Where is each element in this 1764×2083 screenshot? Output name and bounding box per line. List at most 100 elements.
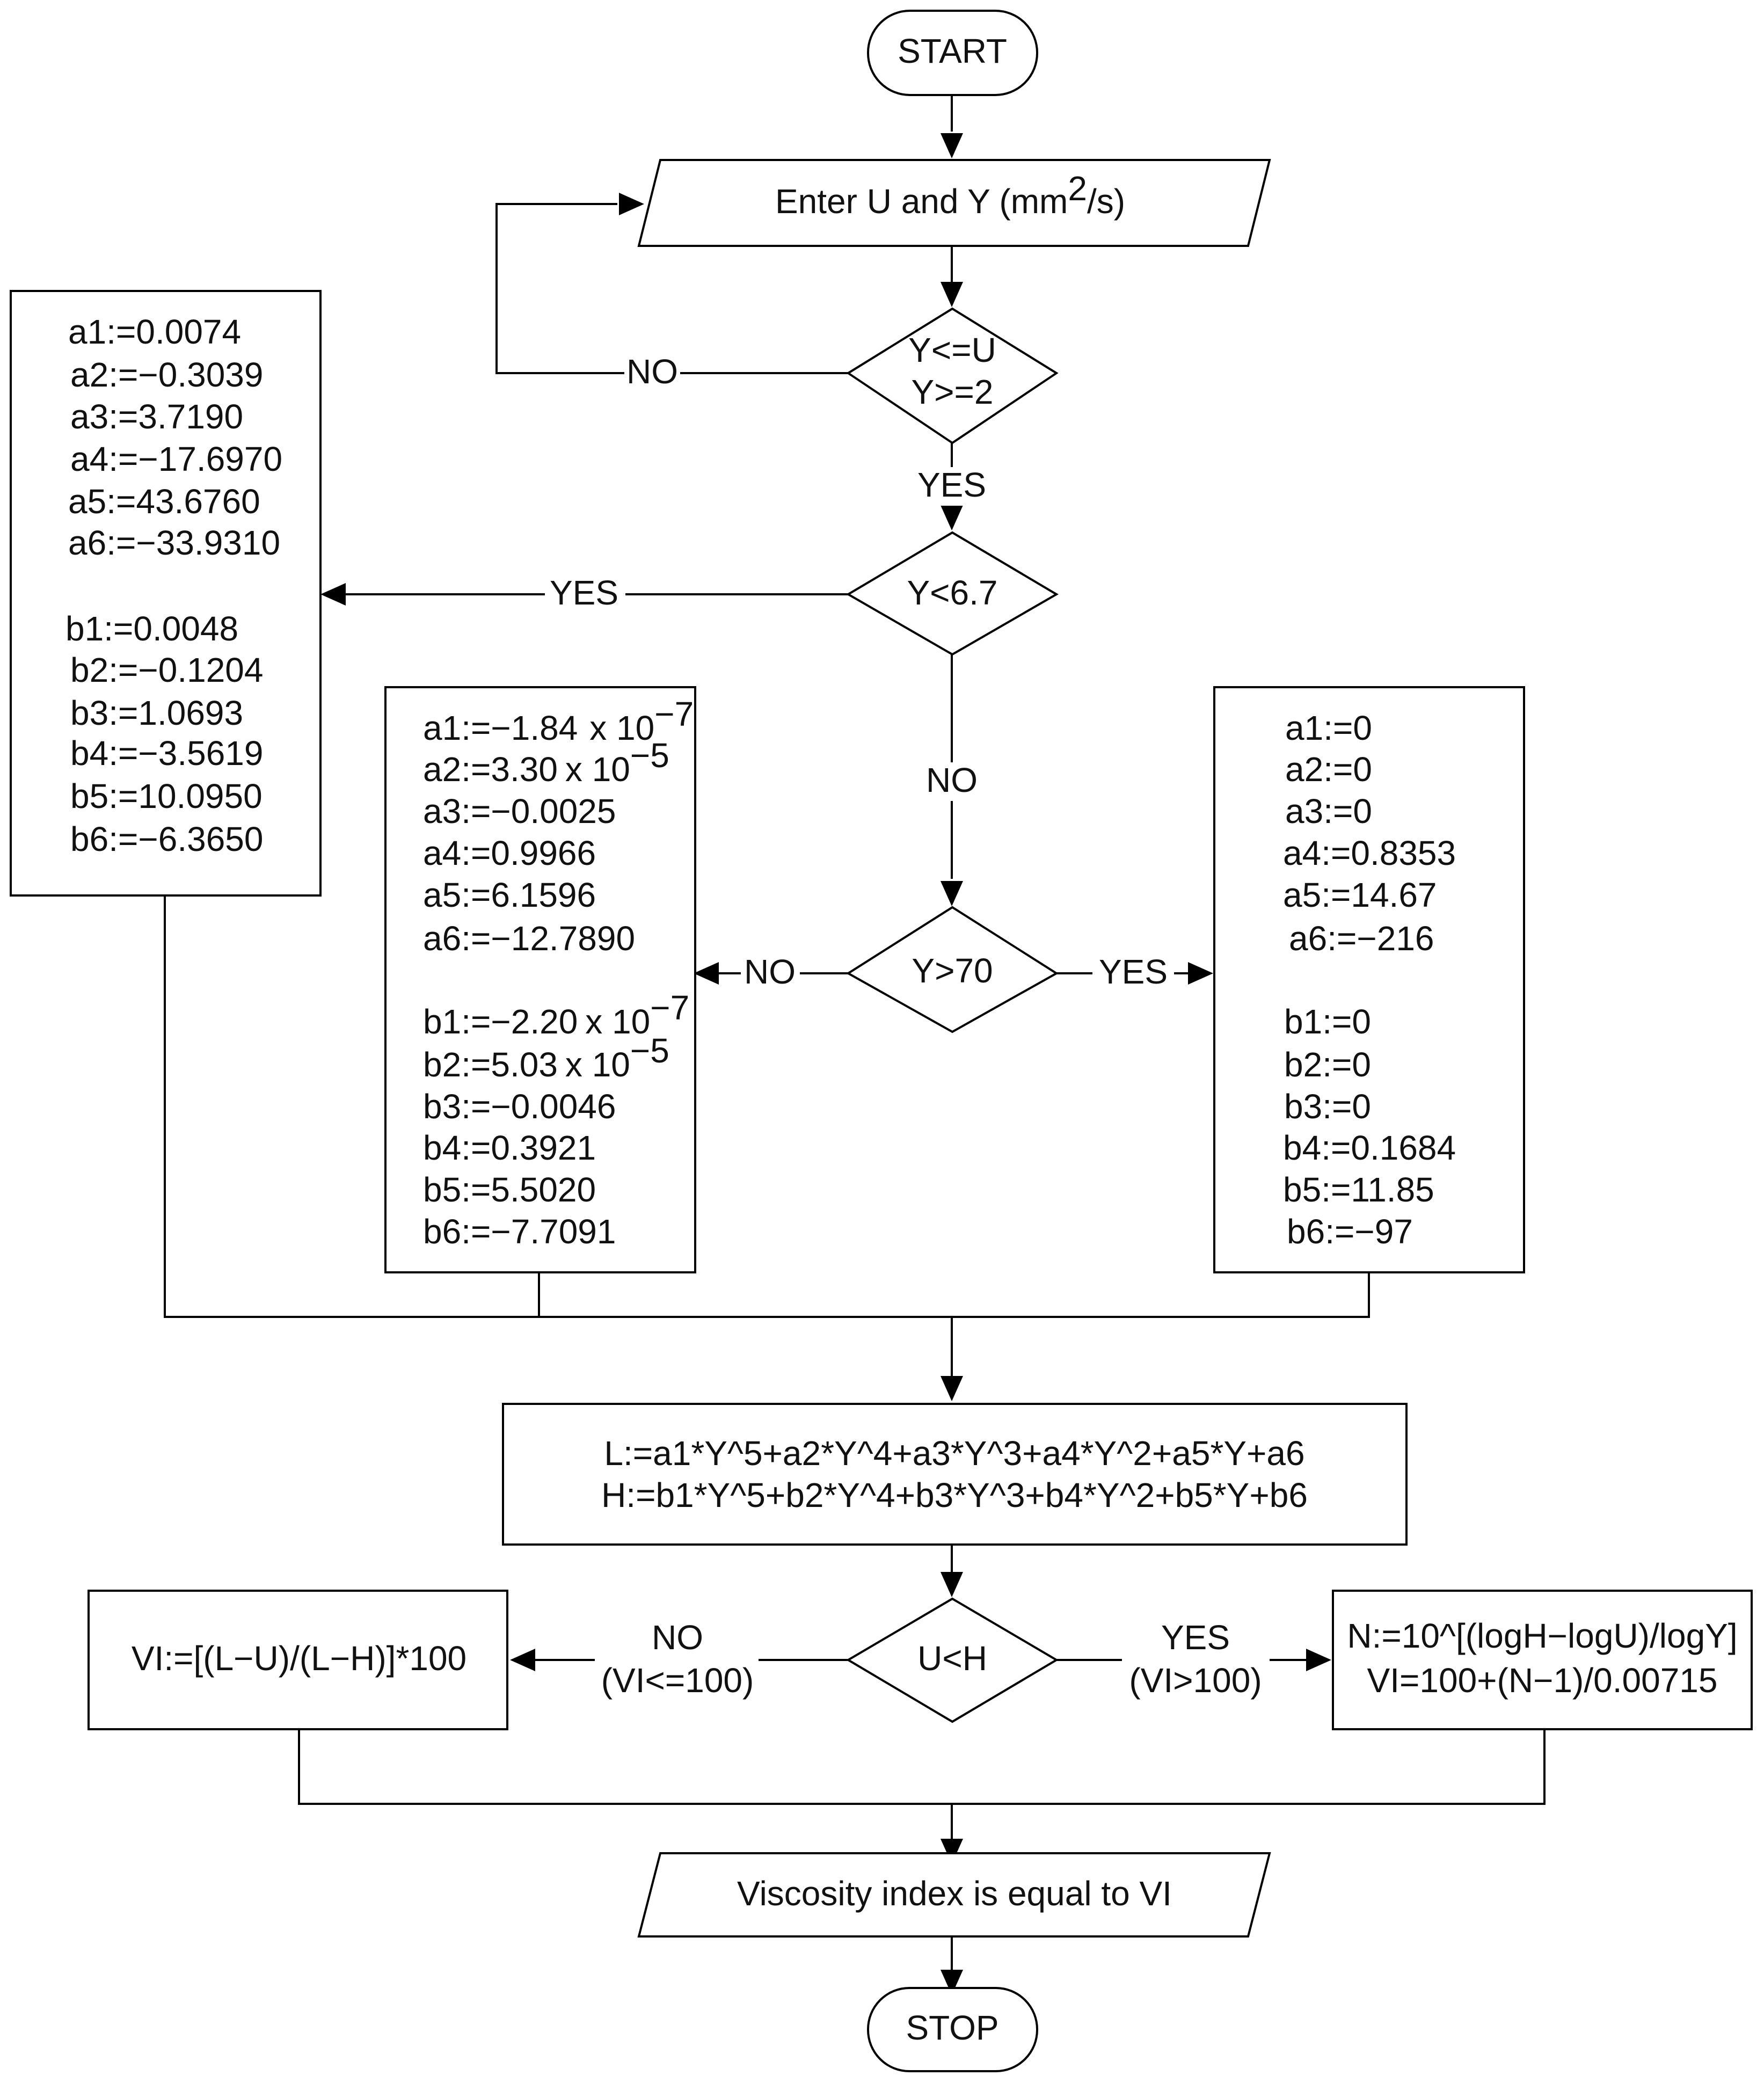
coeff-low-a6: a6:=−33.9310: [68, 523, 280, 562]
stop-label: STOP: [906, 2008, 998, 2047]
uh-no-label-bg: [595, 1616, 759, 1707]
coeff-high-a4: a4:=0.8353: [1283, 834, 1456, 872]
coeff-mid-a2-value: a2:=3.30: [423, 750, 558, 789]
coeff-high-a2: a2:=0: [1285, 750, 1372, 789]
coeff-mid-a1-value: a1:=−1.84: [423, 709, 578, 747]
arrowhead-left: [510, 1649, 535, 1671]
coeff-mid-b3: b3:=−0.0046: [423, 1087, 616, 1126]
coeff-mid-a6: a6:=−12.7890: [423, 919, 635, 958]
low-no-label: NO: [926, 761, 978, 799]
coeff-low-a1: a1:=0.0074: [68, 312, 241, 351]
low-check-label: Y<6.7: [907, 573, 997, 612]
input-unit-close: /s): [1087, 182, 1125, 221]
connector-merge-coefficients: [164, 895, 1370, 1318]
arrowhead-right: [1188, 962, 1213, 985]
uh-no-sublabel: (VI<=100): [601, 1661, 754, 1700]
input-text: Enter U and Y: [775, 182, 999, 221]
formula-line-l: L:=a1*Y^5+a2*Y^4+a3*Y^3+a4*Y^2+a5*Y+a6: [604, 1434, 1304, 1473]
high-check-decision: Y>70: [846, 906, 1059, 1033]
uh-check-decision: U<H: [846, 1597, 1059, 1723]
arrowhead-down: [941, 505, 963, 530]
start-terminator: START: [867, 10, 1038, 96]
coeff-mid-b6: b6:=−7.7091: [423, 1212, 616, 1251]
uh-yes-sublabel: (VI>100): [1129, 1661, 1262, 1700]
arrowhead-down: [941, 1970, 963, 1995]
arrowhead-down: [941, 1376, 963, 1401]
coeff-mid-a4: a4:=0.9966: [423, 834, 596, 872]
coefficients-high-box: a1:=0 a2:=0 a3:=0 a4:=0.8353 a5:=14.67 a…: [1213, 686, 1525, 1273]
input-unit-open: (mm: [999, 182, 1068, 221]
input-unit-exponent: 2: [1068, 169, 1087, 208]
uh-check-label: U<H: [917, 1639, 987, 1678]
coeff-mid-a2-exponent: −5: [630, 736, 669, 775]
coeff-high-b5: b5:=11.85: [1283, 1170, 1434, 1209]
formula-line-h: H:=b1*Y^5+b2*Y^4+b3*Y^3+b4*Y^2+b5*Y+b6: [601, 1476, 1308, 1514]
arrowheads: [320, 133, 1331, 1995]
coeff-mid-b1-exponent: −7: [650, 988, 689, 1027]
uh-yes-label-bg: [1122, 1616, 1270, 1707]
high-yes-label: YES: [1099, 952, 1168, 991]
arrowhead-right: [1306, 1649, 1331, 1671]
high-no-label-bg: [741, 955, 800, 993]
arrowhead-left: [320, 583, 346, 606]
arrowhead-down: [941, 1839, 963, 1864]
coeff-mid-b2-exponent: −5: [630, 1031, 669, 1070]
coeff-high-b2: b2:=0: [1284, 1045, 1371, 1084]
coeff-mid-b1-value: b1:=−2.20: [423, 1002, 578, 1041]
range-check-line1: Y<=U: [908, 331, 996, 369]
coeff-low-b3: b3:=1.0693: [70, 694, 243, 732]
connector-merge-vi: [298, 1730, 1546, 1805]
coeff-high-b3: b3:=0: [1284, 1087, 1371, 1126]
stop-terminator: STOP: [867, 1987, 1038, 2072]
coeff-high-a3: a3:=0: [1285, 792, 1372, 831]
high-yes-label-bg: [1092, 955, 1174, 993]
coeff-low-a3: a3:=3.7190: [70, 397, 243, 436]
coeff-high-b1: b1:=0: [1284, 1002, 1371, 1041]
range-check-decision: Y<=U Y>=2: [846, 307, 1059, 445]
high-no-label: NO: [744, 952, 796, 991]
high-check-label: Y>70: [912, 951, 993, 990]
coeff-low-b6: b6:=−6.3650: [70, 820, 263, 858]
coeff-high-a5: a5:=14.67: [1283, 876, 1437, 914]
coeff-low-a5: a5:=43.6760: [68, 482, 260, 521]
coeff-mid-b5: b5:=5.5020: [423, 1170, 596, 1209]
coeff-low-a2: a2:=−0.3039: [70, 355, 263, 394]
low-yes-label-bg: [545, 576, 625, 614]
coeff-mid-a2-times: x 10: [565, 750, 630, 789]
vi-high-formula-n: N:=10^[(logH−logU)/logY]: [1347, 1616, 1737, 1655]
coeff-mid-b1-times: x 10: [585, 1002, 650, 1041]
low-no-label-bg: [921, 762, 983, 801]
arrowhead-left: [694, 962, 719, 985]
vi-high-formula-vi: VI=100+(N−1)/0.00715: [1367, 1661, 1718, 1700]
coeff-mid-b4: b4:=0.3921: [423, 1128, 596, 1167]
coeff-low-b2: b2:=−0.1204: [70, 651, 263, 689]
arrowhead-down: [941, 881, 963, 906]
coefficients-low-box: a1:=0.0074 a2:=−0.3039 a3:=3.7190 a4:=−1…: [10, 290, 322, 897]
coeff-high-b4: b4:=0.1684: [1283, 1128, 1456, 1167]
coeff-low-b5: b5:=10.0950: [70, 777, 263, 815]
formula-process-box: L:=a1*Y^5+a2*Y^4+a3*Y^3+a4*Y^2+a5*Y+a6 H…: [502, 1403, 1408, 1546]
arrowhead-right: [619, 193, 644, 215]
coeff-mid-b2-value: b2:=5.03: [423, 1045, 558, 1084]
start-label: START: [898, 32, 1007, 70]
coeff-high-b6: b6:=−97: [1287, 1212, 1413, 1251]
coeff-mid-b2-times: x 10: [565, 1045, 630, 1084]
input-parallelogram: Enter U and Y (mm2/s): [637, 159, 1271, 247]
coeff-mid-a5: a5:=6.1596: [423, 876, 596, 914]
coeff-low-b4: b4:=−3.5619: [70, 734, 263, 773]
output-label: Viscosity index is equal to VI: [737, 1874, 1172, 1913]
coeff-high-a6: a6:=−216: [1289, 919, 1434, 958]
coeff-high-a1: a1:=0: [1285, 709, 1372, 747]
uh-no-label: NO: [652, 1618, 703, 1657]
range-no-label: NO: [626, 352, 678, 391]
vi-low-process-box: VI:=[(L−U)/(L−H)]*100: [88, 1590, 508, 1730]
coeff-mid-a1-times: x 10: [589, 709, 654, 747]
range-yes-label-bg: [912, 467, 992, 506]
vi-high-process-box: N:=10^[(logH−logU)/logY] VI=100+(N−1)/0.…: [1332, 1590, 1753, 1730]
input-label: Enter U and Y (mm2/s): [775, 169, 1125, 221]
range-yes-label: YES: [917, 465, 986, 504]
